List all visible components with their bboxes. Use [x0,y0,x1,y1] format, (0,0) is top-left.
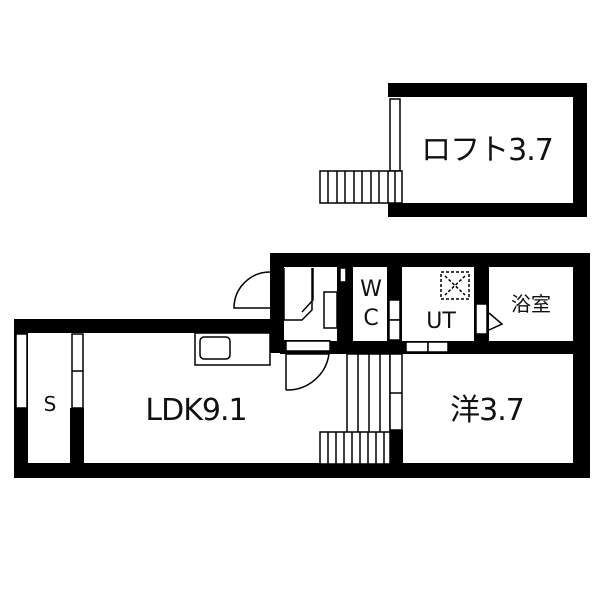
loft-area [319,83,587,217]
room-label-wc-w: W [360,277,382,302]
room-label-bath: 浴室 [511,292,551,316]
kitchen-sink-icon [194,332,271,366]
room-label-wc-c: C [363,306,379,331]
wc-ut-doors [388,299,449,353]
room-label-loft: ロフト3.7 [421,133,554,168]
room-label-storage: S [43,392,57,416]
western-room-doors [389,353,403,431]
room-label-utility: UT [426,309,456,334]
storage-closet [15,333,84,409]
loft-ladder-icon [319,170,403,204]
room-label-western: 洋3.7 [450,393,525,428]
room-label-ldk: LDK9.1 [145,393,247,428]
entrance [233,267,347,391]
bath-door [475,303,504,335]
washer-space-icon [440,271,470,300]
staircase-icon [319,353,391,465]
